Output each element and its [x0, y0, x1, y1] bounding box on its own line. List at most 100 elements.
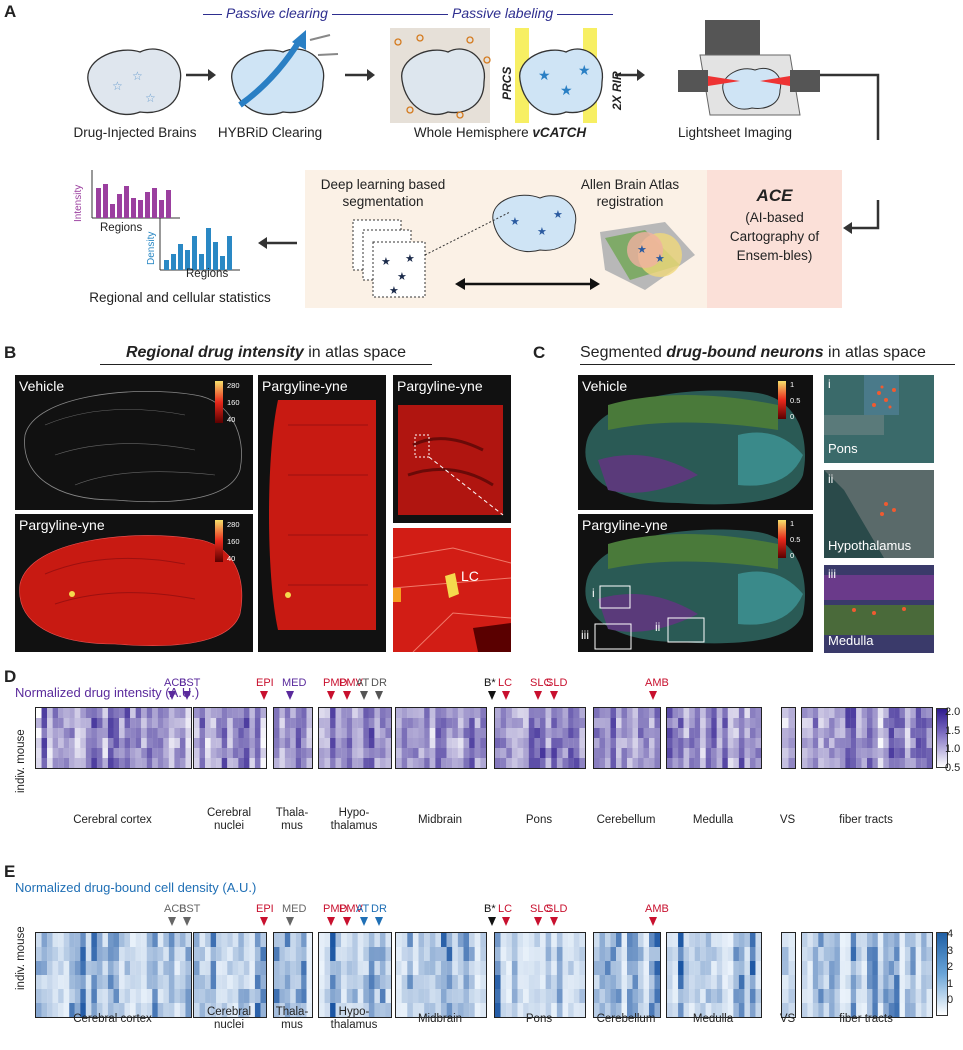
roman-i: i: [592, 586, 595, 600]
region-marker-label: MED: [282, 903, 307, 915]
passive-clearing-label: Passive clearing: [222, 5, 332, 21]
svg-text:★: ★: [655, 253, 665, 265]
svg-text:★: ★: [553, 209, 563, 221]
region-label: Cerebellum: [596, 814, 656, 826]
intensity-label: Intensity: [73, 184, 84, 222]
region-label: VS: [779, 814, 796, 826]
region-marker-label: PMD: [323, 903, 348, 915]
region-marker-arrow: [375, 917, 383, 926]
region-marker-label: PMD: [323, 677, 348, 689]
stats-arrow: [258, 237, 297, 249]
lc-label: LC: [461, 568, 479, 584]
hybrid-label: HYBRiD Clearing: [217, 125, 323, 140]
prcs-label: PRCS: [500, 66, 514, 100]
region-label: Medulla: [692, 1013, 734, 1025]
region-marker-arrow: [286, 917, 294, 926]
region-marker-label: EPI: [256, 677, 274, 689]
region-marker-label: B*: [484, 903, 496, 915]
region-marker-arrow: [260, 691, 268, 700]
svg-text:★: ★: [381, 256, 391, 268]
region-marker-arrow: [488, 917, 496, 926]
vehicle-label-c: Vehicle: [582, 378, 628, 394]
heatmap-block: [494, 707, 586, 769]
region-marker-label: ACB: [164, 903, 187, 915]
panel-e-colorbar: [936, 932, 948, 1016]
inset-ii-name: Hypothalamus: [828, 538, 912, 553]
ace-graphics: ★★★★ ★★★ ★★: [352, 194, 695, 298]
region-marker-label: SLD: [546, 903, 568, 915]
ace-title: ACE: [756, 186, 793, 205]
lightsheet-label: Lightsheet Imaging: [677, 125, 793, 140]
rir-label: 2X RIR: [610, 71, 624, 110]
region-label: Medulla: [692, 814, 734, 826]
heatmap-block: [666, 707, 762, 769]
svg-text:★: ★: [538, 67, 551, 83]
region-marker-arrow: [360, 691, 368, 700]
intensity-colorbar: [215, 520, 223, 562]
region-marker-label: PMV: [339, 903, 363, 915]
svg-text:★: ★: [537, 226, 547, 238]
region-label: Thala-mus: [275, 1006, 309, 1031]
panel-e-title: Normalized drug-bound cell density (A.U.…: [15, 880, 257, 895]
region-marker-arrow: [168, 691, 176, 700]
region-marker-label: ACB: [164, 677, 187, 689]
passive-labeling-label: Passive labeling: [448, 5, 558, 21]
heatmap-block: [395, 932, 487, 1018]
passive-bracket: [203, 14, 613, 27]
heatmap-block: [193, 932, 267, 1018]
region-marker-label: DR: [371, 903, 387, 915]
deep-learning-label: Deep learning based segmentation: [320, 177, 446, 209]
region-label: Hypo-thalamus: [330, 807, 378, 832]
svg-text:★: ★: [637, 244, 647, 256]
region-marker-label: BST: [179, 903, 201, 915]
inset-ii-num: ii: [828, 472, 834, 486]
panel-label-a: A: [4, 2, 17, 21]
lightsheet-icon: [678, 20, 820, 116]
hypothalamus-inset: ii Hypothalamus: [824, 470, 934, 558]
region-label: fiber tracts: [839, 814, 893, 826]
zoomed-intensity-map: Pargyline-yne: [393, 375, 511, 523]
brain-icon: ☆☆☆: [87, 48, 182, 116]
region-marker-label: LC: [498, 677, 513, 689]
regions-label-2: Regions: [186, 268, 229, 280]
stats-charts: [91, 170, 240, 271]
inset-iii-name: Medulla: [828, 633, 874, 648]
region-label: Midbrain: [417, 814, 463, 826]
panel-label-b: B: [4, 343, 17, 362]
region-label: Thala-mus: [275, 807, 309, 832]
region-label: Cerebral cortex: [73, 1013, 152, 1025]
regions-label-1: Regions: [100, 222, 143, 234]
region-label: Hypo-thalamus: [330, 1006, 378, 1031]
heatmap-block: [35, 707, 192, 769]
svg-text:★: ★: [560, 82, 573, 98]
region-marker-arrow: [343, 917, 351, 926]
heatmap-block: [801, 707, 933, 769]
svg-text:★: ★: [389, 285, 399, 297]
ace-box: [707, 170, 842, 308]
region-marker-arrow: [534, 917, 542, 926]
region-marker-arrow: [327, 917, 335, 926]
heatmap-block: [318, 932, 392, 1018]
neuron-colorbar: [778, 520, 786, 558]
neuron-colorbar: [778, 381, 786, 419]
svg-text:★: ★: [405, 253, 415, 265]
region-label: Cerebellum: [596, 1013, 656, 1025]
ace-description: (AI-based Cartography of Ensem-bles): [729, 210, 820, 263]
heatmap-block: [273, 932, 313, 1018]
pargyline-label-b1: Pargyline-yne: [19, 517, 105, 533]
heatmap-block: [781, 707, 796, 769]
region-marker-label: AMB: [645, 903, 669, 915]
region-marker-label: PMV: [339, 677, 363, 689]
region-marker-arrow: [375, 691, 383, 700]
region-marker-arrow: [488, 691, 496, 700]
panel-d-ylabel: indiv. mouse: [15, 729, 27, 793]
region-marker-arrow: [360, 917, 368, 926]
region-marker-arrow: [534, 691, 542, 700]
heatmap-block: [273, 707, 313, 769]
